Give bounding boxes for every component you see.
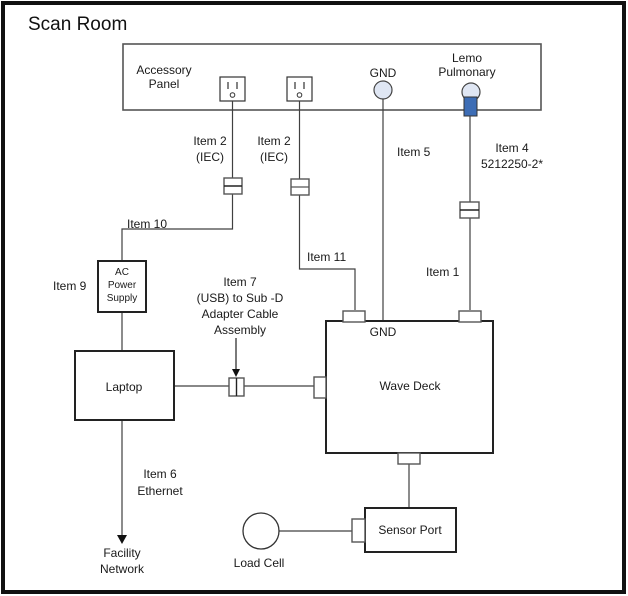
panel-gnd-label: GND [370, 66, 397, 80]
arrow-down-icon [117, 535, 127, 544]
cable-item-10 [121, 101, 234, 260]
item9-label: Item 9 [53, 279, 87, 293]
item11-label: Item 11 [307, 250, 346, 264]
load-cell-icon [242, 512, 280, 550]
item2b-label-1: Item 2 [257, 134, 291, 148]
usb-adapter-connector-icon [228, 377, 245, 397]
item2a-label-2: (IEC) [196, 150, 224, 164]
wave-deck-sensor-port [397, 452, 421, 465]
item6-label-1: Item 6 [143, 467, 177, 481]
laptop-label: Laptop [106, 380, 143, 394]
lemo-connector-icon [461, 82, 481, 117]
inline-connector-icon [459, 201, 480, 219]
sensor-port-connector [351, 518, 366, 543]
item7-label-4: Assembly [214, 323, 266, 337]
item7-label-3: Adapter Cable [202, 307, 279, 321]
ac-power-supply-label-2: Power [108, 280, 137, 291]
accessory-panel-label-1: Accessory [136, 63, 191, 77]
lemo-label-1: Lemo [452, 51, 482, 65]
item4-label-1: Item 4 [495, 141, 529, 155]
wave-deck-power-port [342, 310, 366, 323]
power-outlet-icon [219, 76, 246, 102]
ground-post-icon [373, 80, 393, 100]
ac-power-supply-label-1: AC [115, 267, 129, 278]
ac-power-supply [97, 260, 147, 313]
accessory-panel-label-2: Panel [149, 77, 180, 91]
facility-network-label-2: Network [100, 562, 145, 576]
arrow-down-icon [232, 369, 240, 377]
item6-label-2: Ethernet [137, 484, 183, 498]
inline-connector-icon [290, 178, 310, 196]
ac-power-supply-label-3: Supply [107, 293, 138, 304]
item7-label-2: (USB) to Sub -D [197, 291, 284, 305]
item4-label-2: 5212250-2* [481, 157, 543, 171]
item1-label: Item 1 [426, 265, 460, 279]
load-cell-label: Load Cell [234, 556, 285, 570]
item10-label: Item 10 [127, 217, 167, 231]
wave-deck-lemo-port [458, 310, 482, 323]
item2a-label-1: Item 2 [193, 134, 227, 148]
item7-label-1: Item 7 [223, 275, 257, 289]
lemo-label-2: Pulmonary [438, 65, 495, 79]
sensor-port [364, 507, 457, 553]
wave-deck-gnd-label: GND [370, 325, 397, 339]
inline-connector-icon [223, 177, 243, 195]
item2b-label-2: (IEC) [260, 150, 288, 164]
laptop [74, 350, 175, 421]
wave-deck-label: Wave Deck [380, 379, 442, 393]
power-outlet-icon [286, 76, 313, 102]
wave-deck-usb-port [313, 376, 327, 399]
item5-label: Item 5 [397, 145, 431, 159]
sensor-port-label: Sensor Port [378, 523, 442, 537]
diagram-title: Scan Room [28, 14, 127, 35]
facility-network-label-1: Facility [103, 546, 140, 560]
